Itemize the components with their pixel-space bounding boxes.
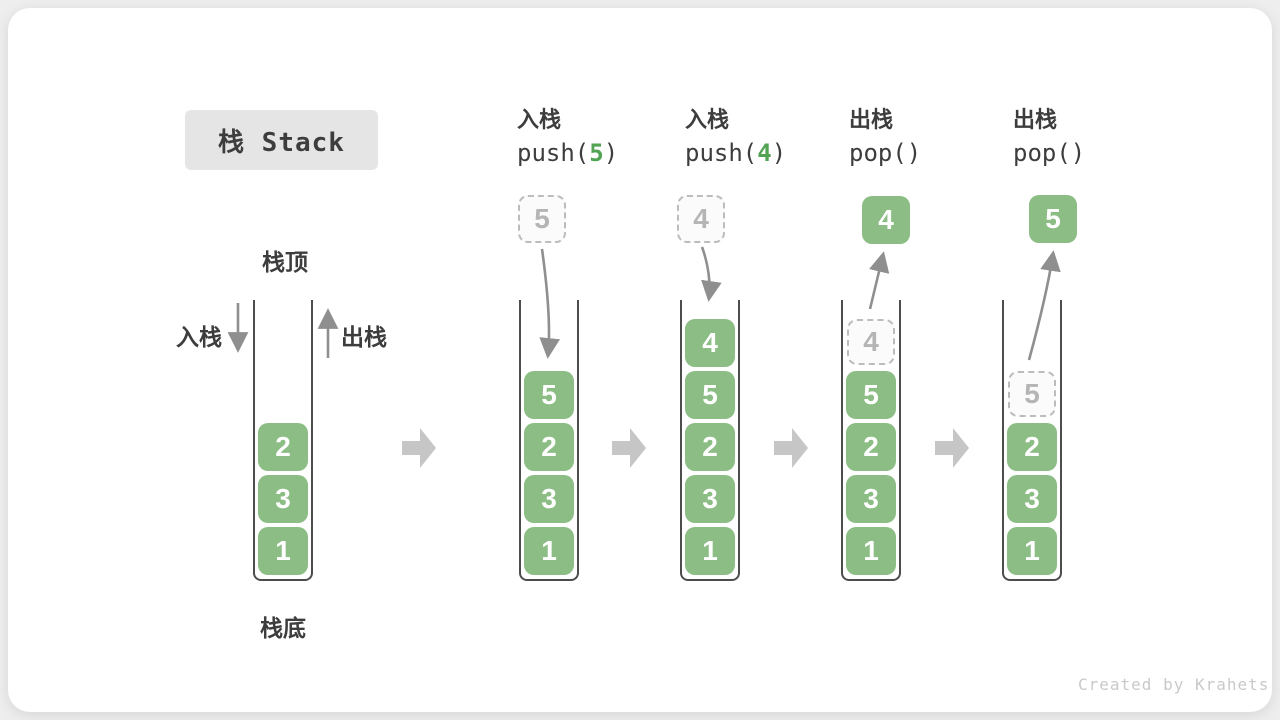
stack-top-label: 栈顶 [262,249,308,275]
stack-cell-ghost: 4 [847,319,895,365]
stack-cell: 3 [258,475,308,523]
stack-cell: 5 [524,371,574,419]
stack-frame-after-push-4 [680,300,740,581]
stack-cell: 5 [846,371,896,419]
op-code-arg: 5 [589,139,604,167]
stack-cell: 3 [685,475,735,523]
stack-bottom-label: 栈底 [260,615,306,641]
stack-cell: 5 [685,371,735,419]
stack-frame-after-pop-5 [1002,300,1062,581]
flow-arrow-icon [612,428,646,468]
stack-cell: 1 [524,527,574,575]
push-side-label: 入栈 [176,324,222,350]
incoming-value-box: 4 [677,195,725,243]
flow-arrow-icon [935,428,969,468]
popped-value-box: 4 [862,196,910,244]
stack-cell: 1 [846,527,896,575]
title-text: 栈 Stack [218,127,345,158]
stack-cell: 2 [1007,423,1057,471]
stack-cell: 2 [846,423,896,471]
incoming-value-box: 5 [518,195,566,243]
op-code: pop() [849,139,922,167]
stack-frame-after-pop-4 [841,300,901,581]
op-code: push(4) [685,139,787,167]
stack-cell-ghost: 5 [1008,371,1056,417]
watermark: Created by Krahets [1078,675,1270,694]
stack-cell: 1 [685,527,735,575]
stack-cell: 1 [1007,527,1057,575]
stack-cell: 3 [524,475,574,523]
op-label: 出栈 [1013,107,1058,132]
op-header-pop-1: 出栈 pop() [849,106,921,168]
flow-arrow-icon [402,428,436,468]
stack-frame-initial [253,300,313,581]
stack-cell: 1 [258,527,308,575]
op-code: push(5) [517,139,619,167]
stack-cell: 3 [846,475,896,523]
op-label: 入栈 [685,107,730,132]
stack-cell: 2 [258,423,308,471]
popped-value-box: 5 [1029,195,1077,243]
pop-side-label: 出栈 [341,324,387,350]
push-curve-arrow-icon [700,246,722,302]
stack-cell: 2 [524,423,574,471]
op-label: 出栈 [849,107,894,132]
stack-cell: 3 [1007,475,1057,523]
stack-cell: 4 [685,319,735,367]
op-code-arg: 4 [757,139,772,167]
op-header-push-4: 入栈 push(4) [685,106,786,168]
stack-frame-after-push-5 [519,300,579,581]
op-header-pop-2: 出栈 pop() [1013,106,1085,168]
op-code: pop() [1013,139,1086,167]
flow-arrow-icon [774,428,808,468]
title-badge: 栈 Stack [185,110,378,170]
stack-cell: 2 [685,423,735,471]
op-header-push-5: 入栈 push(5) [517,106,618,168]
op-label: 入栈 [517,107,562,132]
